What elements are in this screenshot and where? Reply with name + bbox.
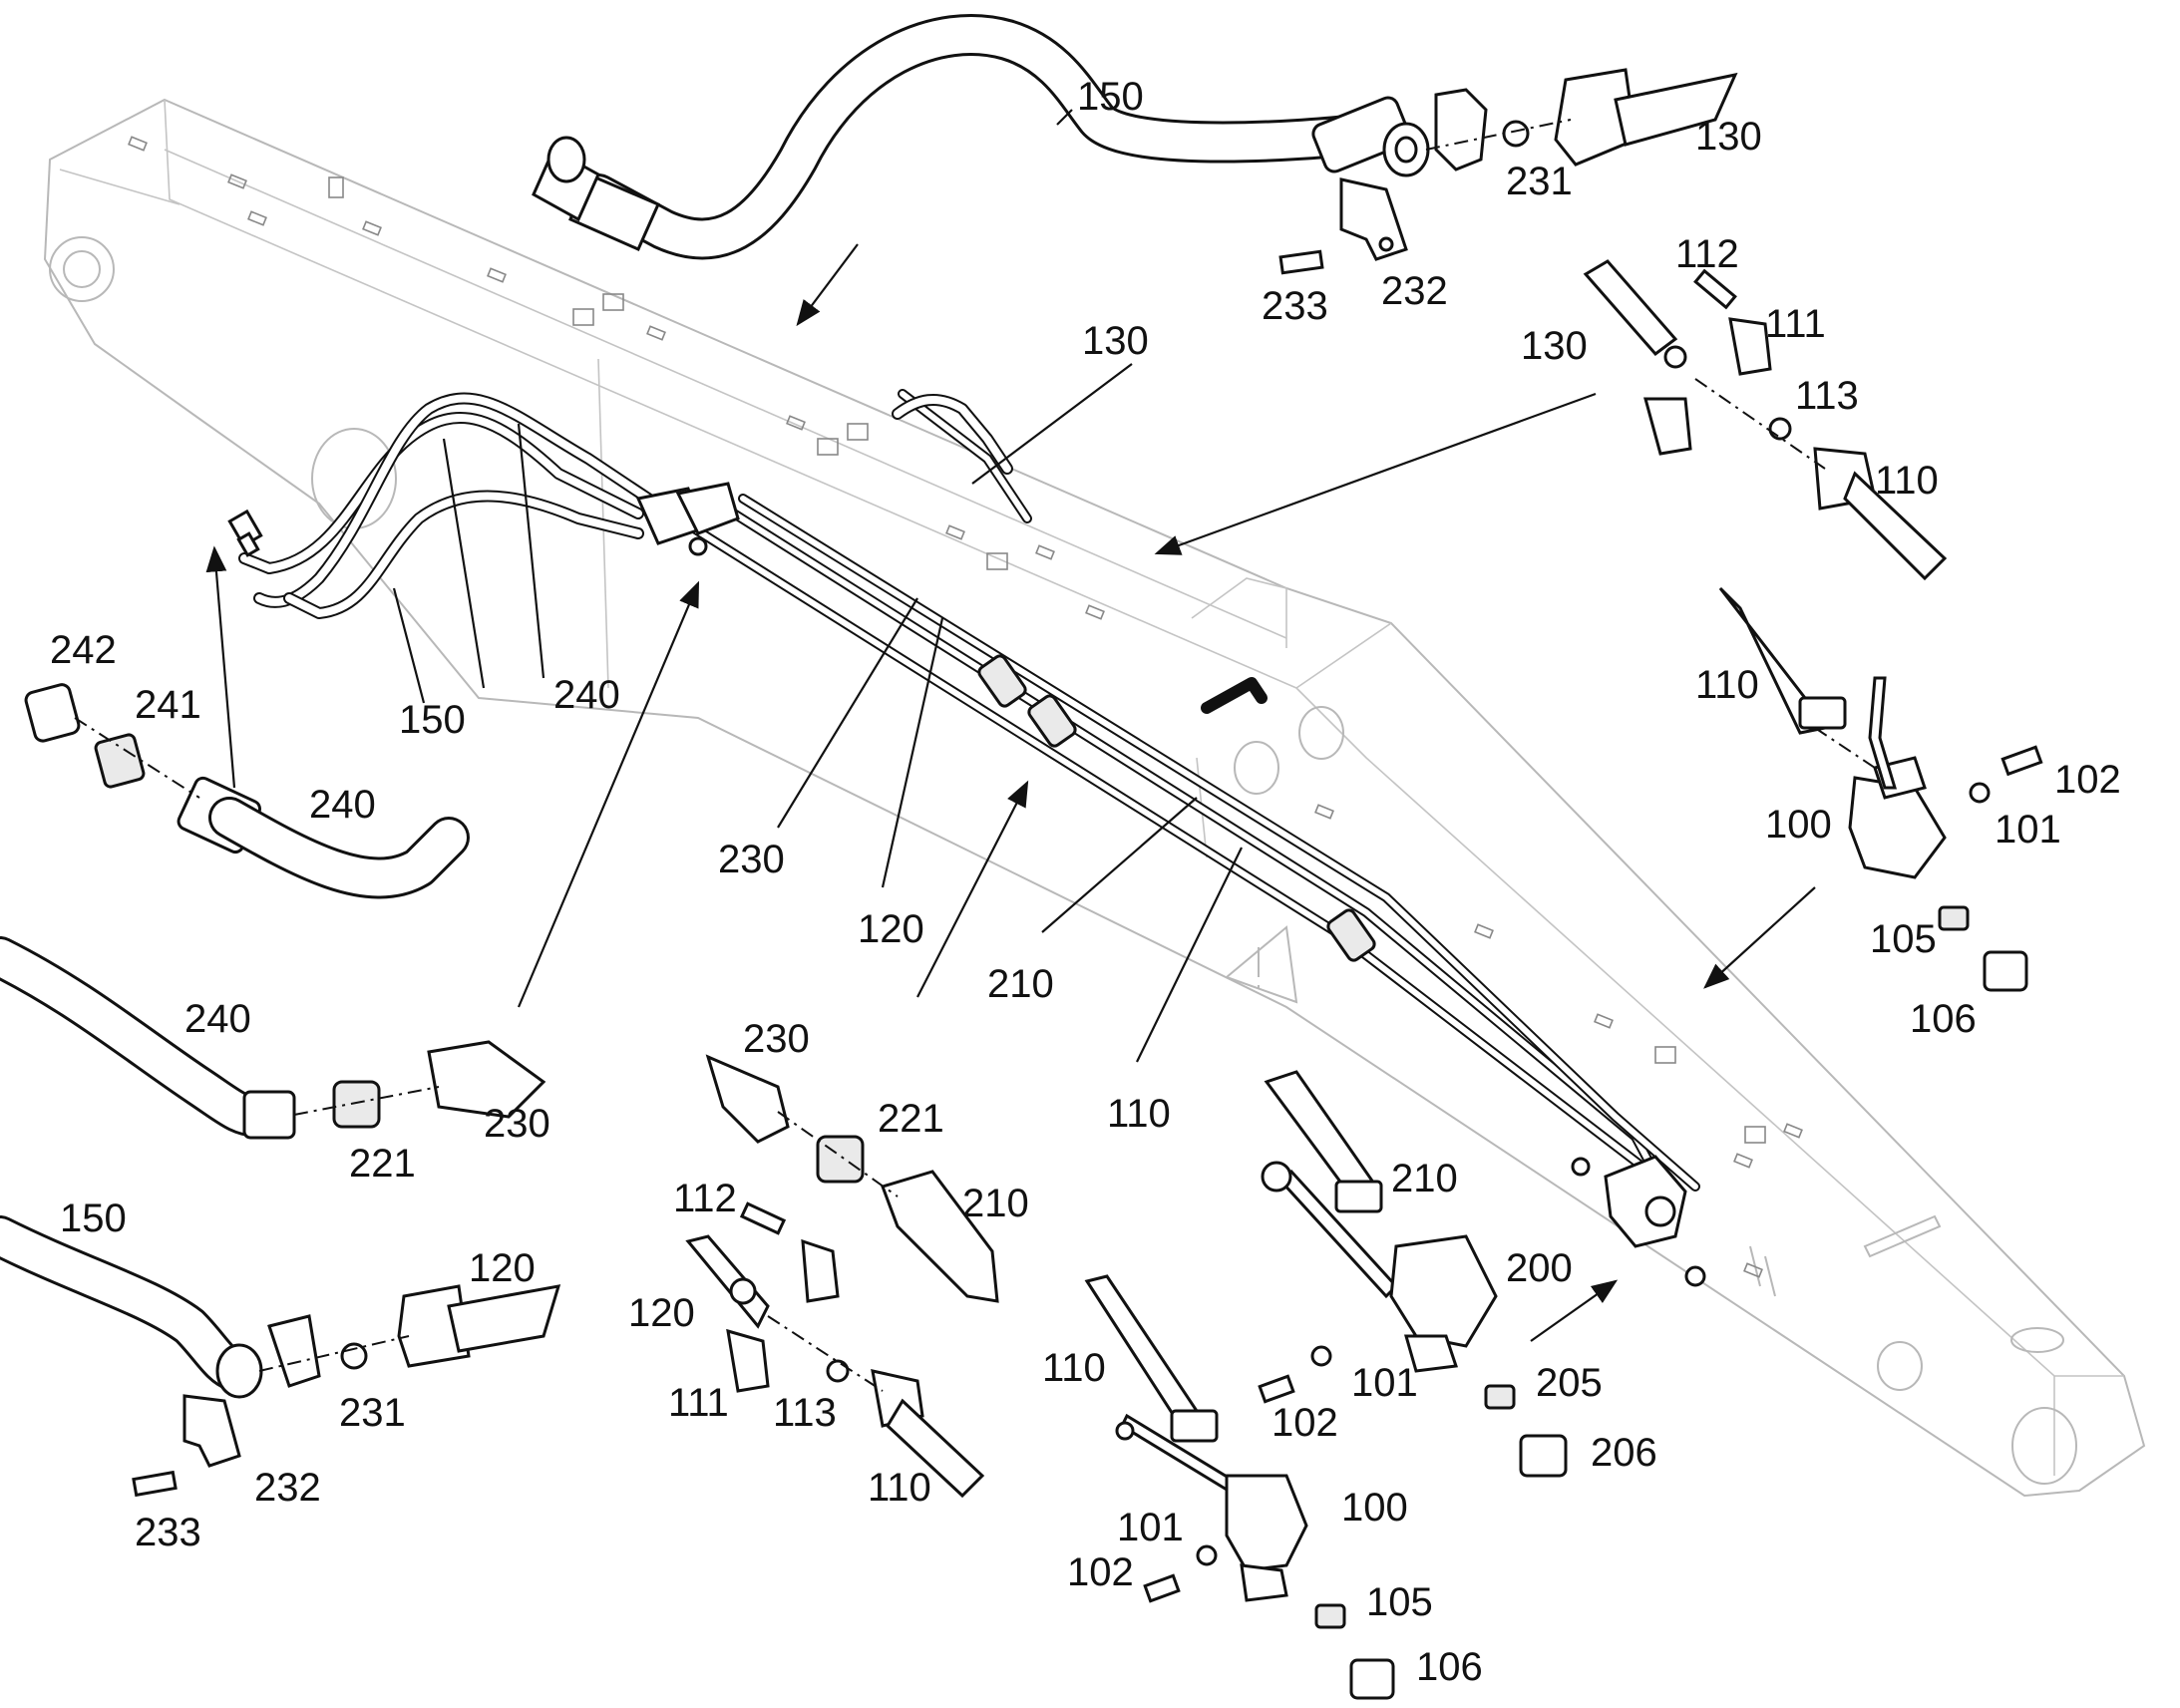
- label-100-lower: 100: [1341, 1486, 1408, 1530]
- label-150-lower: 150: [60, 1196, 127, 1240]
- label-110-boom: 110: [1107, 1092, 1171, 1136]
- hose-130-on-boom: [892, 393, 1268, 714]
- label-106-lower: 106: [1416, 1645, 1483, 1689]
- valve-200: [1258, 1070, 1568, 1478]
- label-230-left: 230: [484, 1102, 550, 1146]
- label-105-lower: 105: [1366, 1580, 1433, 1624]
- label-120-mid: 120: [628, 1291, 695, 1335]
- label-102-right: 102: [2054, 758, 2121, 802]
- label-233-top: 233: [1262, 284, 1328, 328]
- label-120-lower-flange: 120: [469, 1246, 536, 1290]
- label-232-top: 232: [1381, 269, 1448, 313]
- label-205: 205: [1536, 1361, 1603, 1405]
- boom-hoses-240-150: [227, 392, 740, 619]
- part-number-labels: 150 130 231 233 232 112 111 130 113 110 …: [50, 75, 2121, 1689]
- label-206: 206: [1591, 1431, 1657, 1475]
- label-110-valve-lower: 110: [1042, 1346, 1106, 1390]
- hose-240-fitting-221-230: [0, 936, 546, 1140]
- label-110-valve-right: 110: [1695, 663, 1759, 707]
- boom-end-valve: [1571, 1155, 1706, 1287]
- label-106-right: 106: [1910, 997, 1977, 1041]
- label-240-boom: 240: [553, 673, 620, 717]
- label-101-valve-200: 101: [1351, 1361, 1418, 1405]
- pipe-clamps: [977, 654, 1376, 962]
- label-240-left: 240: [184, 997, 251, 1041]
- label-110-mid: 110: [868, 1466, 931, 1510]
- label-110-right: 110: [1875, 459, 1939, 503]
- hose-150-flange-lower: [0, 1215, 561, 1498]
- label-130-top: 130: [1695, 115, 1762, 159]
- label-112-mid: 112: [673, 1177, 737, 1220]
- leader-lines: [392, 109, 1243, 1063]
- boom-slots: [128, 136, 1803, 1278]
- label-200: 200: [1506, 1246, 1573, 1290]
- flange-assembly-right: [1583, 259, 1948, 581]
- fitting-group-230-221-210: [705, 1054, 999, 1303]
- label-101-right: 101: [1995, 808, 2061, 852]
- label-102-valve-200: 102: [1272, 1401, 1338, 1445]
- label-233-lower: 233: [135, 1511, 201, 1554]
- top-hose-150: [532, 14, 1377, 260]
- label-120-boom: 120: [858, 907, 924, 951]
- label-111-mid: 111: [668, 1381, 729, 1425]
- label-230-boom: 230: [718, 838, 785, 881]
- fitting-group-242-241-240: [24, 683, 470, 899]
- label-105-right: 105: [1870, 917, 1937, 961]
- label-113-right: 113: [1795, 374, 1859, 418]
- label-232-lower: 232: [254, 1466, 321, 1510]
- label-130-boom: 130: [1082, 319, 1149, 363]
- label-242: 242: [50, 628, 117, 672]
- label-100-right: 100: [1765, 803, 1832, 847]
- label-210-valve: 210: [1391, 1157, 1458, 1200]
- boom-pipes: [673, 389, 1700, 1216]
- assembly-arrows: [205, 243, 1816, 1342]
- flange-group-120-110: [685, 1201, 985, 1499]
- label-231-lower: 231: [339, 1391, 406, 1435]
- label-240-fitting: 240: [309, 783, 376, 827]
- flange-assembly-top: [1278, 68, 1738, 275]
- label-150-top: 150: [1077, 75, 1144, 119]
- label-102-lower: 102: [1067, 1550, 1134, 1594]
- label-221-left: 221: [349, 1142, 416, 1186]
- label-130-right: 130: [1521, 324, 1588, 368]
- label-101-lower: 101: [1117, 1506, 1184, 1549]
- label-113-mid: 113: [773, 1391, 837, 1435]
- label-210-boom: 210: [987, 962, 1054, 1006]
- label-241: 241: [135, 683, 201, 727]
- label-210-mid: 210: [962, 1182, 1029, 1225]
- label-221-mid: 221: [878, 1097, 944, 1141]
- label-112-right: 112: [1675, 232, 1739, 276]
- label-230-mid: 230: [743, 1017, 810, 1061]
- label-111-right: 111: [1765, 302, 1826, 346]
- label-231-top: 231: [1506, 160, 1573, 203]
- label-150-boom: 150: [399, 698, 466, 742]
- valve-100-right: [1718, 586, 2043, 992]
- valve-100-lower: [1084, 1274, 1395, 1700]
